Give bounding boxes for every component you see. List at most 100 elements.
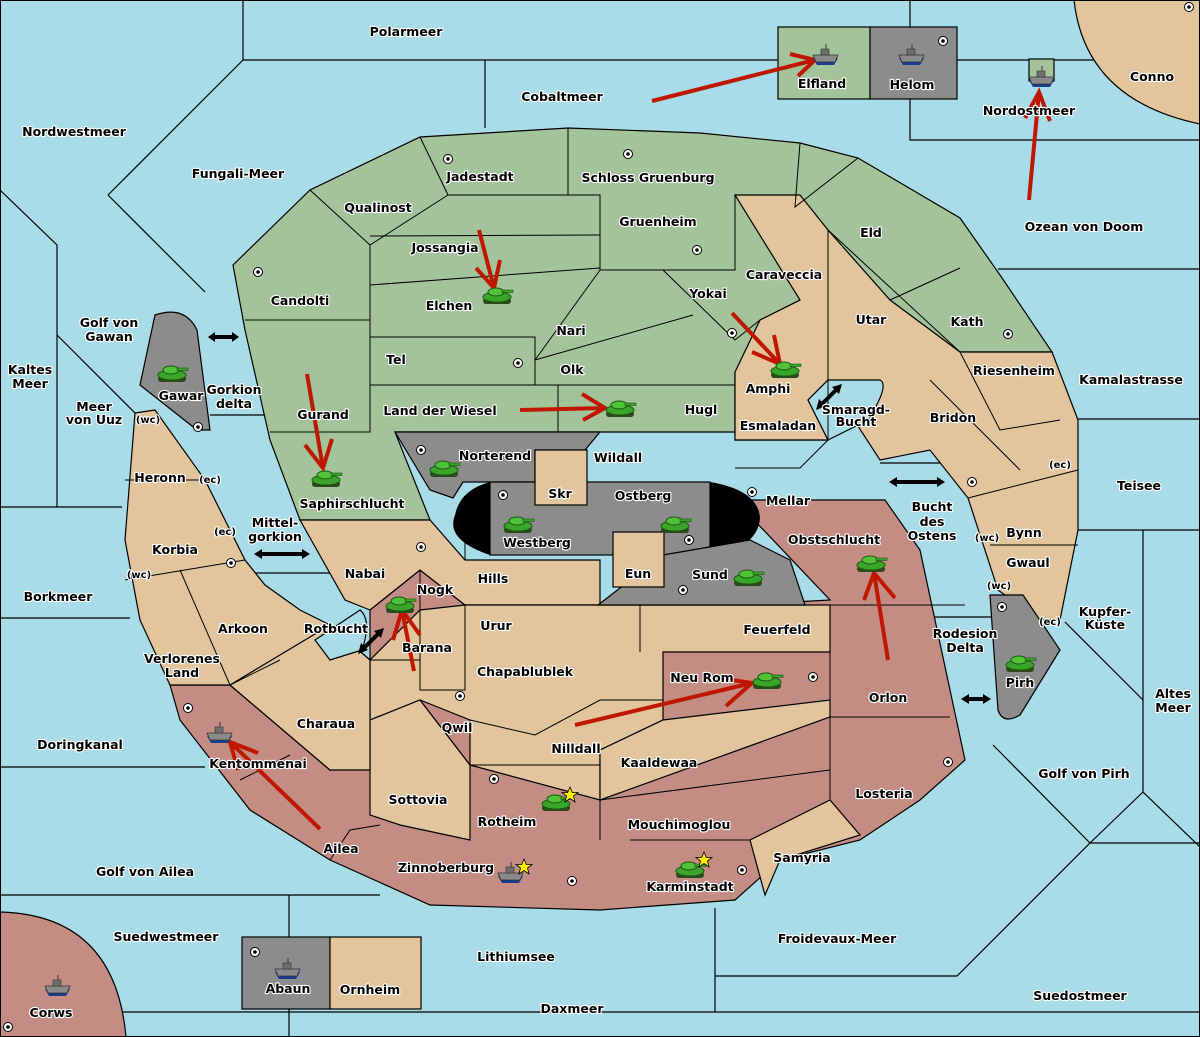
label-pirh: Pirh xyxy=(1006,675,1035,690)
label-saphirschlucht: Saphirschlucht xyxy=(300,496,405,511)
label-bynn: Bynn xyxy=(1006,525,1041,540)
province-ornheim[interactable] xyxy=(329,936,422,1010)
supply-center-icon xyxy=(253,267,263,277)
supply-center-icon xyxy=(938,36,948,46)
order-arrow xyxy=(228,740,322,831)
province-corws[interactable] xyxy=(0,911,127,1037)
label-hugl: Hugl xyxy=(685,402,718,417)
label-utar: Utar xyxy=(856,312,888,327)
label-gurand: Gurand xyxy=(297,407,349,422)
label-gwaul-ec: (ec) xyxy=(1039,617,1061,628)
continent xyxy=(124,127,1079,911)
label-gruenheim: Gruenheim xyxy=(619,214,696,229)
label-nilldall: Nilldall xyxy=(551,741,600,756)
label-nari: Nari xyxy=(556,323,585,338)
label-nabai: Nabai xyxy=(345,566,386,581)
label-amphi: Amphi xyxy=(746,381,791,396)
label-skr: Skr xyxy=(548,486,572,501)
label-altes-meer-1: Altes xyxy=(1155,686,1191,701)
label-norterend: Norterend xyxy=(459,448,531,463)
label-gwaul-wc: (wc) xyxy=(987,581,1011,592)
supply-center-icon xyxy=(684,535,694,545)
label-gwaul: Gwaul xyxy=(1006,555,1049,570)
label-doringkanal: Doringkanal xyxy=(37,737,123,752)
label-suedostmeer: Suedostmeer xyxy=(1033,988,1127,1003)
supply-center-icon xyxy=(3,1022,13,1032)
supply-center-icon xyxy=(808,672,818,682)
label-smaragd-bucht-2: Bucht xyxy=(836,414,877,429)
province-skr[interactable] xyxy=(534,449,588,506)
supply-center-icon xyxy=(727,328,737,338)
sea-rotbucht-inner xyxy=(314,609,368,661)
label-arkoon: Arkoon xyxy=(218,621,268,636)
label-rotbucht: Rotbucht xyxy=(304,621,368,636)
label-mouchimoglou: Mouchimoglou xyxy=(628,817,731,832)
label-eun: Eun xyxy=(625,566,651,581)
province-conno[interactable] xyxy=(1073,0,1200,125)
label-kaltes-meer-2: Meer xyxy=(12,376,48,391)
label-daxmeer: Daxmeer xyxy=(540,1001,604,1016)
label-caraveccia: Caraveccia xyxy=(746,267,822,282)
label-conno: Conno xyxy=(1130,69,1175,84)
label-land-der-wiesel: Land der Wiesel xyxy=(383,403,496,418)
supply-center-icon xyxy=(567,876,577,886)
label-nordwestmeer: Nordwestmeer xyxy=(22,124,127,139)
supply-center-icon xyxy=(1184,2,1194,12)
label-meer-von-uuz-1: Meer xyxy=(76,399,112,414)
order-arrow xyxy=(519,406,606,412)
label-riesenheim: Riesenheim xyxy=(973,363,1055,378)
label-verlorenes-land-1: Verlorenes xyxy=(144,651,220,666)
label-heronn-ec: (ec) xyxy=(199,475,221,486)
label-mittel-gorkion-2: gorkion xyxy=(248,529,302,544)
supply-center-icon xyxy=(943,757,953,767)
label-gorkion-delta-2: delta xyxy=(216,396,252,411)
label-smaragd-bucht-1: Smaragd- xyxy=(822,402,890,417)
province-samyria[interactable] xyxy=(749,799,862,897)
label-korbia-wc: (wc) xyxy=(127,570,151,581)
label-kupfer-kueste-1: Kupfer- xyxy=(1079,604,1132,619)
label-bridon-ec: (ec) xyxy=(1049,460,1071,471)
region-tan-east xyxy=(733,194,1079,621)
label-rodesion-delta-2: Delta xyxy=(946,640,984,655)
label-mittel-gorkion-1: Mittel- xyxy=(252,515,299,530)
label-elchen: Elchen xyxy=(426,298,473,313)
order-arrow xyxy=(872,572,890,661)
label-kupfer-kueste-2: Küste xyxy=(1085,617,1125,632)
province-eun[interactable] xyxy=(612,531,665,588)
label-neu-rom: Neu Rom xyxy=(670,670,733,685)
label-kamalastrasse: Kamalastrasse xyxy=(1079,372,1183,387)
sea-smaragd-inner xyxy=(807,379,884,441)
supply-center-icon xyxy=(678,585,688,595)
label-golf-von-ailea: Golf von Ailea xyxy=(96,864,194,879)
west-pole-cap xyxy=(453,482,490,555)
label-bridon: Bridon xyxy=(930,410,976,425)
order-arrow xyxy=(477,229,496,289)
label-suedwestmeer: Suedwestmeer xyxy=(114,929,220,944)
label-bucht-des-ostens-3: Ostens xyxy=(908,528,957,543)
label-urur: Urur xyxy=(480,618,512,633)
supply-center-icon xyxy=(250,947,260,957)
order-arrow xyxy=(400,609,416,672)
supply-center-icon xyxy=(193,422,203,432)
label-mellar: Mellar xyxy=(766,493,811,508)
label-samyria: Samyria xyxy=(773,850,831,865)
supply-center-icon xyxy=(737,865,747,875)
supply-center-icon xyxy=(997,602,1007,612)
label-losteria: Losteria xyxy=(855,786,912,801)
label-froidevaux-meer: Froidevaux-Meer xyxy=(778,931,897,946)
supply-center-icon xyxy=(513,358,523,368)
label-charaua: Charaua xyxy=(297,716,355,731)
label-kath: Kath xyxy=(951,314,984,329)
label-kaltes-meer-1: Kaltes xyxy=(8,362,52,377)
label-eld: Eld xyxy=(860,225,882,240)
label-sund: Sund xyxy=(692,567,728,582)
label-chapablublek: Chapablublek xyxy=(477,664,574,679)
label-borkmeer: Borkmeer xyxy=(24,589,94,604)
label-polarmeer: Polarmeer xyxy=(370,24,444,39)
label-karminstadt: Karminstadt xyxy=(646,879,733,894)
supply-center-icon xyxy=(967,477,977,487)
label-westberg: Westberg xyxy=(503,535,571,550)
province-charaua[interactable] xyxy=(228,624,371,771)
label-ornheim: Ornheim xyxy=(340,982,400,997)
